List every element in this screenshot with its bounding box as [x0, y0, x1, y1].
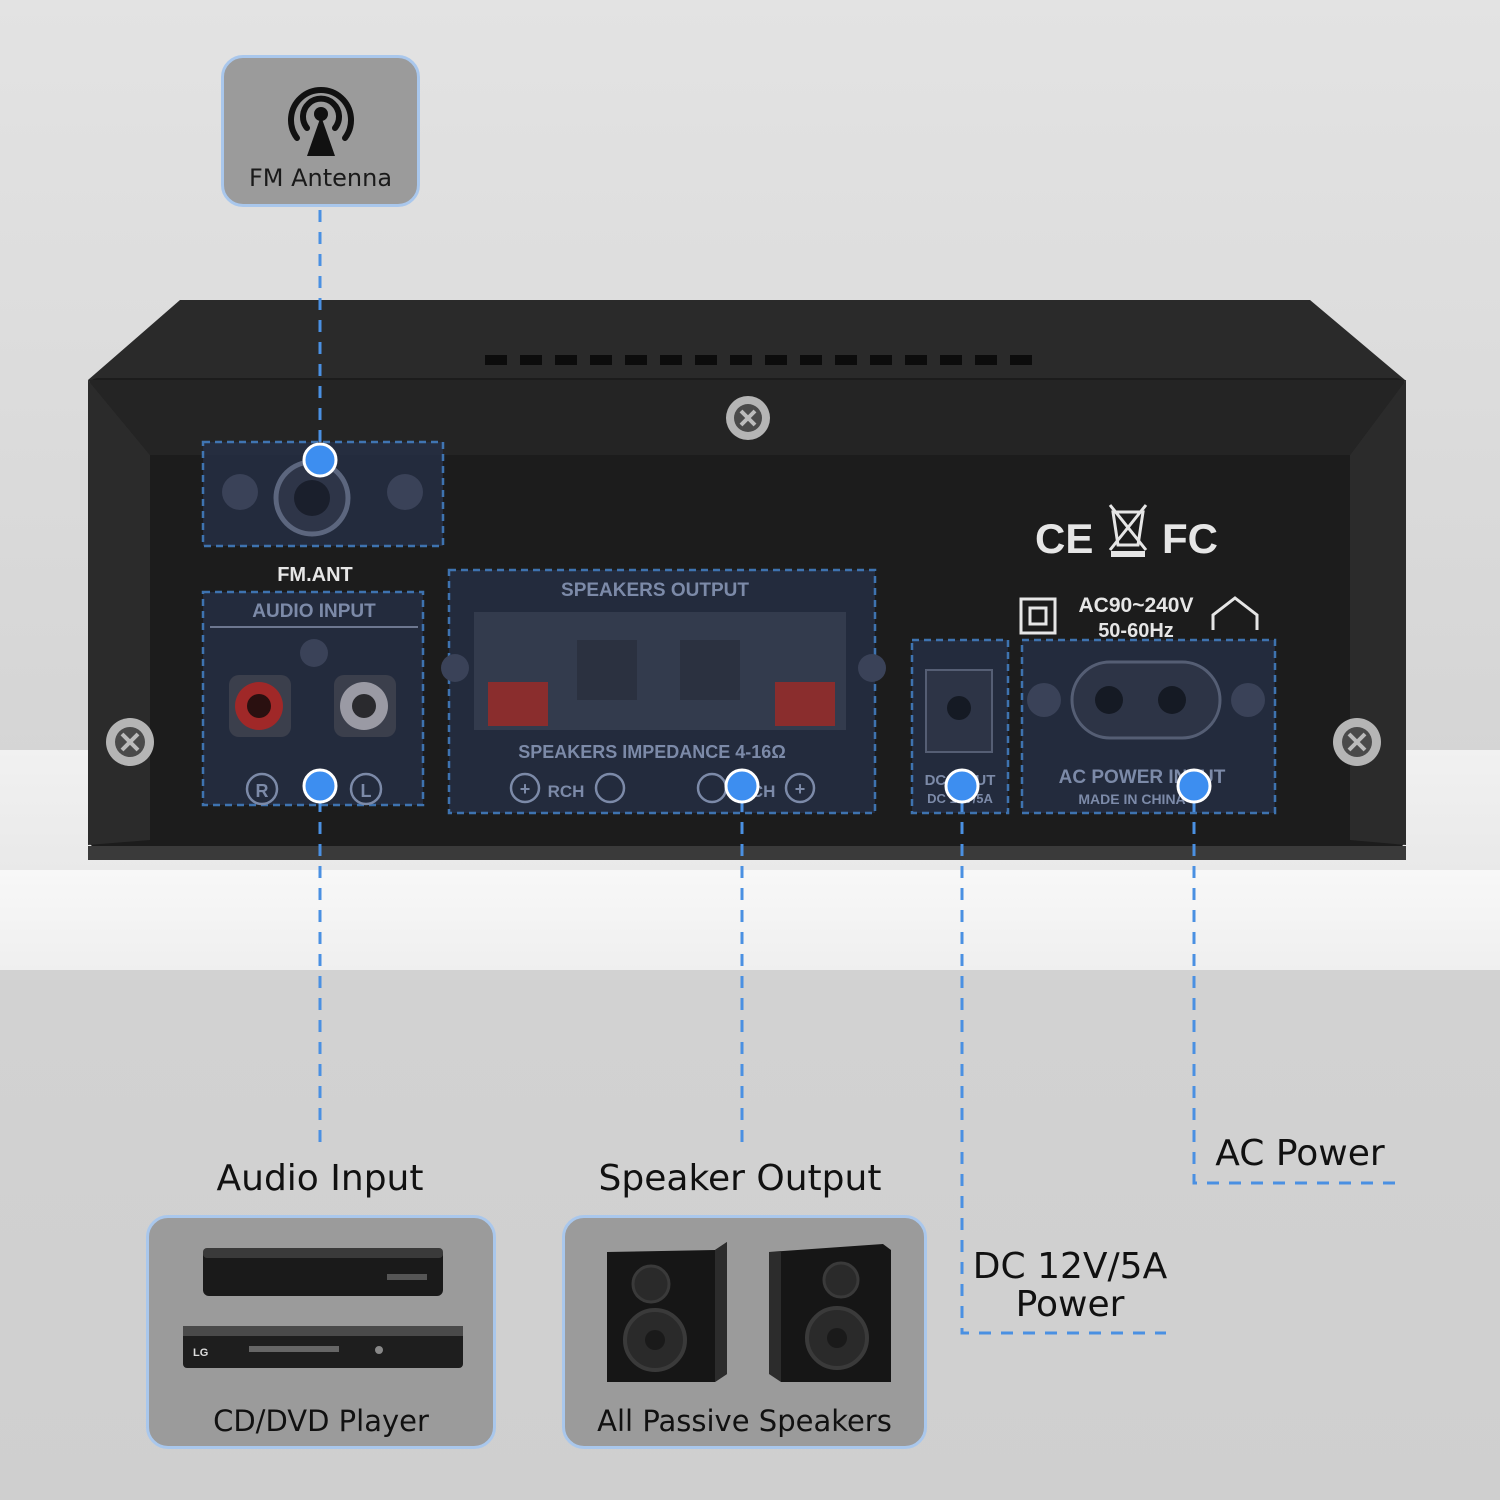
speaker-terminal-black — [577, 640, 637, 700]
dvd-brand-label: LG — [193, 1347, 208, 1359]
dc-power-title-line2: Power — [1015, 1284, 1125, 1325]
ce-mark: CE — [1035, 515, 1093, 562]
dc-power-leader — [960, 800, 1166, 1335]
amplifier-lid — [88, 300, 1405, 380]
audio-input-panel-label: AUDIO INPUT — [252, 601, 376, 622]
rca-jack-right — [229, 675, 291, 737]
ac-power-title: AC Power — [1215, 1133, 1385, 1174]
audio-input-dot — [302, 768, 338, 804]
weee-bin-icon — [1108, 504, 1148, 557]
rca-jack-left — [334, 675, 396, 737]
ac-socket — [1070, 660, 1222, 740]
rch-label: RCH — [548, 782, 585, 801]
svg-text:+: + — [795, 779, 806, 799]
dvd-player-illustration: LG — [183, 1248, 463, 1368]
svg-text:+: + — [520, 779, 531, 799]
speaker-terminal-red — [488, 682, 548, 726]
fm-antenna-dot — [302, 442, 338, 478]
fc-mark: FC — [1162, 515, 1218, 562]
channel-l-label: L — [361, 781, 372, 801]
ventilation-slots — [485, 355, 1032, 365]
screw-icon — [1333, 718, 1381, 766]
fm-ant-label: FM.ANT — [277, 564, 353, 586]
cd-dvd-device-card: LG CD/DVD Player — [146, 1215, 496, 1449]
dc-power-title: DC 12V/5A Power — [970, 1248, 1170, 1324]
dc-jack — [925, 669, 993, 753]
dc-power-dot — [944, 768, 980, 804]
speakers-caption: All Passive Speakers — [597, 1404, 892, 1438]
channel-r-label: R — [256, 781, 269, 801]
shelf-front — [0, 870, 1500, 971]
speakers-output-panel-label: SPEAKERS OUTPUT — [561, 580, 749, 601]
voltage-label: AC90~240V — [1079, 594, 1194, 617]
screw-icon — [106, 718, 154, 766]
antenna-signal-icon — [288, 87, 354, 156]
dc-power-title-line1: DC 12V/5A — [972, 1246, 1168, 1287]
speaker-output-dot — [724, 768, 760, 804]
screw-icon — [726, 396, 770, 440]
ac-power-dot — [1176, 768, 1212, 804]
speaker-output-title: Speaker Output — [598, 1158, 882, 1199]
speakers-device-card: All Passive Speakers — [562, 1215, 927, 1449]
double-insulation-icon — [1019, 597, 1057, 635]
ac-power-leader — [1192, 800, 1402, 1185]
indoor-use-icon — [1211, 596, 1259, 630]
fm-antenna-title: FM Antenna — [248, 164, 393, 192]
speaker-terminal-black — [680, 640, 740, 700]
passive-speakers-illustration — [607, 1242, 891, 1382]
fm-antenna-callout: FM Antenna — [221, 55, 420, 207]
frequency-label: 50-60Hz — [1098, 620, 1174, 642]
speakers-impedance-label: SPEAKERS IMPEDANCE 4-16Ω — [518, 742, 786, 762]
speaker-terminal-red — [775, 682, 835, 726]
audio-input-title: Audio Input — [216, 1158, 424, 1199]
made-in-label: MADE IN CHINA — [1078, 791, 1185, 807]
cd-dvd-caption: CD/DVD Player — [213, 1404, 429, 1438]
